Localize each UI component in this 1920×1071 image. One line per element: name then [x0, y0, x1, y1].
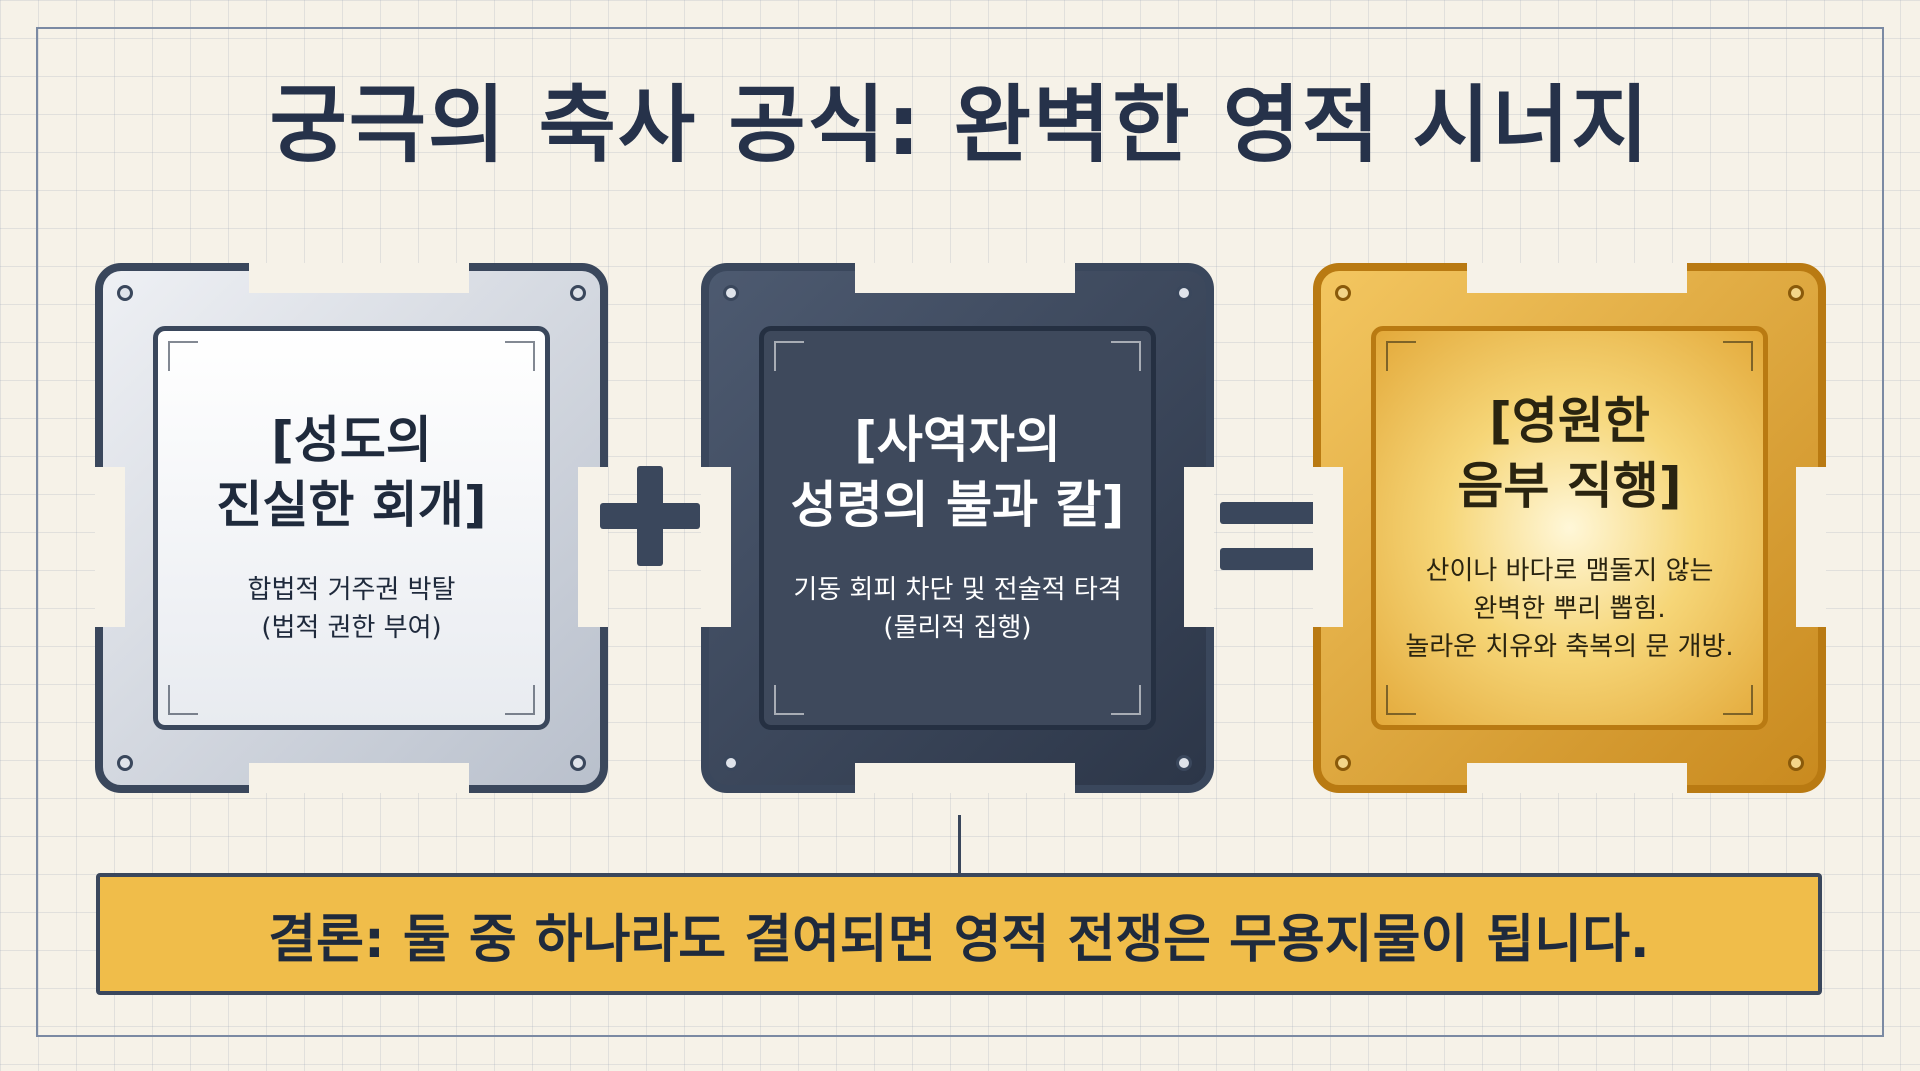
corner-mark-icon	[168, 341, 198, 371]
corner-mark-icon	[1111, 685, 1141, 715]
card-notch	[1313, 467, 1343, 627]
card-panel: [사역자의 성령의 불과 칼] 기동 회피 차단 및 전술적 타격 (물리적 집…	[759, 326, 1156, 730]
screw-icon	[723, 285, 739, 301]
card-result: [영원한 음부 직행] 산이나 바다로 맴돌지 않는 완벽한 뿌리 뽑힘. 놀라…	[1313, 263, 1826, 793]
card-notch	[855, 263, 1075, 293]
card-notch	[578, 467, 608, 627]
card-notch	[1796, 467, 1826, 627]
card-notch	[701, 467, 731, 627]
card-notch	[1184, 467, 1214, 627]
screw-icon	[570, 285, 586, 301]
screw-icon	[1176, 755, 1192, 771]
blueprint-frame	[36, 27, 1884, 1037]
corner-mark-icon	[505, 341, 535, 371]
corner-mark-icon	[1723, 685, 1753, 715]
corner-mark-icon	[1386, 685, 1416, 715]
card-spiritual-power: [사역자의 성령의 불과 칼] 기동 회피 차단 및 전술적 타격 (물리적 집…	[701, 263, 1214, 793]
screw-icon	[723, 755, 739, 771]
card-notch	[1467, 763, 1687, 793]
equals-icon	[1220, 502, 1316, 570]
screw-icon	[117, 285, 133, 301]
corner-mark-icon	[1111, 341, 1141, 371]
card-notch	[249, 763, 469, 793]
conclusion-banner: 결론: 둘 중 하나라도 결여되면 영적 전쟁은 무용지물이 됩니다.	[96, 873, 1822, 995]
card-title: [영원한 음부 직행]	[1457, 392, 1682, 516]
card-repentance: [성도의 진실한 회개] 합법적 거주권 박탈 (법적 권한 부여)	[95, 263, 608, 793]
screw-icon	[1788, 285, 1804, 301]
corner-mark-icon	[774, 341, 804, 371]
screw-icon	[570, 755, 586, 771]
screw-icon	[1788, 755, 1804, 771]
card-title: [성도의 진실한 회개]	[216, 411, 487, 535]
card-notch	[249, 263, 469, 293]
card-notch	[855, 763, 1075, 793]
card-title: [사역자의 성령의 불과 칼]	[790, 411, 1125, 535]
screw-icon	[1335, 755, 1351, 771]
card-panel: [영원한 음부 직행] 산이나 바다로 맴돌지 않는 완벽한 뿌리 뽑힘. 놀라…	[1371, 326, 1768, 730]
card-description: 산이나 바다로 맴돌지 않는 완벽한 뿌리 뽑힘. 놀라운 치유와 축복의 문 …	[1405, 556, 1734, 662]
corner-mark-icon	[505, 685, 535, 715]
connector-line	[958, 815, 961, 873]
plus-icon	[600, 466, 700, 566]
card-notch	[95, 467, 125, 627]
screw-icon	[1335, 285, 1351, 301]
screw-icon	[117, 755, 133, 771]
corner-mark-icon	[774, 685, 804, 715]
card-description: 기동 회피 차단 및 전술적 타격 (물리적 집행)	[793, 575, 1122, 643]
corner-mark-icon	[1386, 341, 1416, 371]
card-panel: [성도의 진실한 회개] 합법적 거주권 박탈 (법적 권한 부여)	[153, 326, 550, 730]
screw-icon	[1176, 285, 1192, 301]
page-title: 궁극의 축사 공식: 완벽한 영적 시너지	[269, 76, 1651, 174]
corner-mark-icon	[1723, 341, 1753, 371]
corner-mark-icon	[168, 685, 198, 715]
card-description: 합법적 거주권 박탈 (법적 권한 부여)	[247, 575, 456, 643]
card-notch	[1467, 263, 1687, 293]
